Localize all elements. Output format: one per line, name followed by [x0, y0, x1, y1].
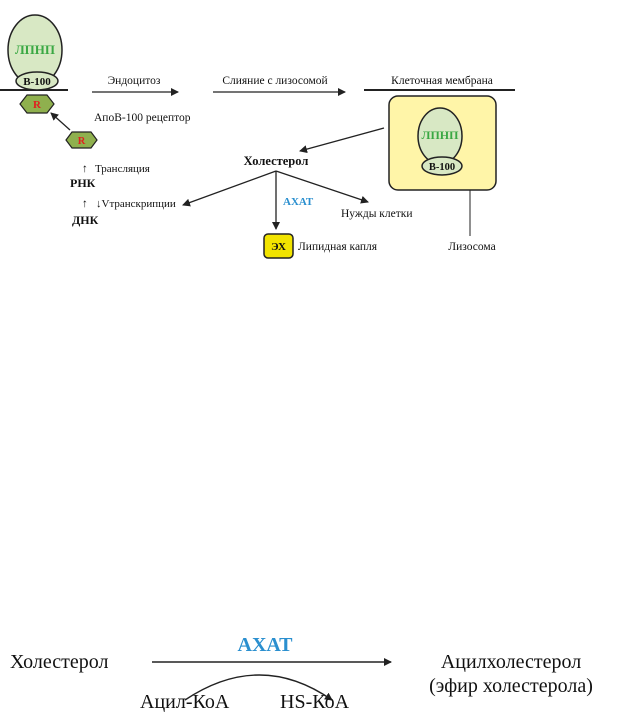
lysosome-label: Лизосома [448, 241, 495, 253]
apob-label-internal: B-100 [429, 162, 455, 173]
recycled-receptor-hexagon [65, 131, 98, 149]
acat-enzyme-label: АХАТ [238, 634, 294, 656]
apob-oval [15, 71, 59, 91]
ldl-particle-surface: ЛПНП B-100 R [7, 14, 63, 114]
product-label-line1: Ацилхолестерол [441, 651, 581, 673]
hs-coa-label: HS-КоА [280, 691, 350, 713]
acat-label-small: АХАТ [283, 196, 314, 208]
lipid-droplet-label: Липидная капля [298, 241, 378, 253]
ldl-label-internal: ЛПНП [422, 128, 460, 142]
dna-label: ДНК [72, 213, 99, 227]
transcription-label: ↓Vтранскрипции [96, 198, 176, 210]
transcription-up-arrow: ↑ [82, 198, 88, 210]
translation-label: Трансляция [95, 163, 150, 175]
apob-label: B-100 [23, 76, 51, 88]
cholesterol-label: Холестерол [244, 154, 309, 168]
apob-oval-internal [421, 156, 463, 176]
lysosome-to-cholesterol-arrow [299, 127, 385, 154]
receptor-hexagon [19, 94, 55, 114]
ldl-label: ЛПНП [15, 42, 55, 57]
fusion-label: Слияние с лизосомой [222, 75, 327, 87]
ldl-receptor-pathway: ЛПНП B-100 R Эндоцитоз Слияние с лизосом… [0, 14, 515, 259]
coa-curved-arrow [184, 674, 333, 701]
recycled-receptor-label: R [78, 136, 86, 147]
acyl-coa-label: Ацил-КоА [140, 691, 230, 713]
apob-receptor-label: АпоB-100 рецептор [94, 112, 191, 124]
cell-needs-label: Нужды клетки [341, 208, 413, 220]
cholesteryl-ester-box [263, 233, 294, 259]
rna-label: РНК [70, 176, 96, 190]
acat-reaction: АХАТ Холестерол Ацилхолестерол (эфир хол… [10, 634, 593, 713]
translation-up-arrow: ↑ [82, 163, 88, 175]
product-label-line2: (эфир холестерола) [429, 675, 593, 697]
substrate-label: Холестерол [10, 651, 109, 673]
cholesterol-to-transcription-arrow [182, 170, 277, 207]
cholesterol-to-needs-arrow [275, 170, 369, 204]
cholesteryl-ester-label: ЭХ [271, 241, 286, 253]
receptor-label: R [33, 99, 42, 111]
cell-membrane-label: Клеточная мембрана [391, 75, 493, 87]
endocytosis-label: Эндоцитоз [108, 75, 161, 87]
receptor-recycling-arrow [50, 112, 71, 131]
